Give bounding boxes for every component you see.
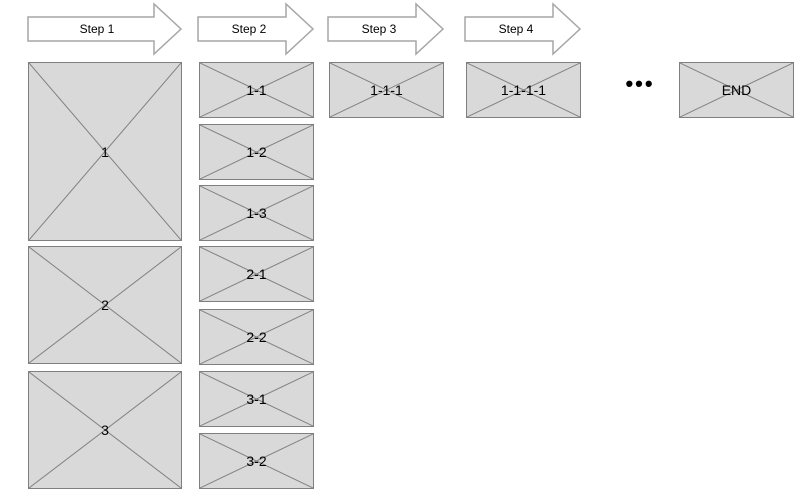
placeholder-cross-icon — [200, 247, 313, 301]
step-label: Step 3 — [361, 22, 397, 36]
box-2: 2 — [28, 246, 182, 364]
box-label: 2 — [101, 297, 109, 313]
box-label: 2-2 — [246, 329, 267, 345]
placeholder-cross-icon — [29, 372, 181, 488]
box-label: 2-1 — [246, 266, 267, 282]
box-label: 3-1 — [246, 391, 267, 407]
box-3: 3 — [28, 371, 182, 489]
box-1-3: 1-3 — [199, 185, 314, 241]
placeholder-cross-icon — [200, 125, 313, 179]
step-4-arrow: Step 4 — [464, 2, 582, 56]
ellipsis-more: ••• — [625, 71, 655, 96]
box-end: END — [679, 62, 794, 118]
step-label: Step 2 — [231, 22, 267, 36]
step-3-arrow: Step 3 — [327, 2, 445, 56]
placeholder-cross-icon — [200, 186, 313, 240]
step-2-arrow: Step 2 — [197, 2, 315, 56]
step-label: Step 1 — [79, 22, 115, 36]
box-3-1: 3-1 — [199, 371, 314, 427]
step-1-arrow: Step 1 — [27, 2, 183, 56]
box-label: 1-1 — [246, 82, 267, 98]
placeholder-cross-icon — [200, 372, 313, 426]
arrow-shape-icon — [197, 2, 315, 56]
placeholder-cross-icon — [200, 63, 313, 117]
box-label: 1-1-1 — [370, 82, 403, 98]
box-1-1: 1-1 — [199, 62, 314, 118]
box-label: 1-2 — [246, 144, 267, 160]
box-1-1-1: 1-1-1 — [329, 62, 444, 118]
box-2-2: 2-2 — [199, 309, 314, 365]
box-label: END — [721, 82, 752, 98]
box-label: 1-3 — [246, 205, 267, 221]
placeholder-cross-icon — [200, 434, 313, 488]
box-label: 3-2 — [246, 453, 267, 469]
box-1-2: 1-2 — [199, 124, 314, 180]
box-label: 1 — [101, 143, 109, 160]
box-1: 1 — [28, 62, 182, 241]
placeholder-cross-icon — [330, 63, 443, 117]
box-label: 1-1-1-1 — [500, 82, 547, 98]
placeholder-cross-icon — [29, 63, 181, 240]
box-1-1-1-1: 1-1-1-1 — [466, 62, 581, 118]
box-3-2: 3-2 — [199, 433, 314, 489]
step-label: Step 4 — [498, 22, 534, 36]
arrow-shape-icon — [464, 2, 582, 56]
placeholder-cross-icon — [200, 310, 313, 364]
placeholder-cross-icon — [29, 247, 181, 363]
placeholder-cross-icon — [467, 63, 580, 117]
placeholder-cross-icon — [680, 63, 793, 117]
arrow-shape-icon — [327, 2, 445, 56]
arrow-shape-icon — [27, 2, 183, 56]
box-2-1: 2-1 — [199, 246, 314, 302]
box-label: 3 — [101, 422, 109, 438]
